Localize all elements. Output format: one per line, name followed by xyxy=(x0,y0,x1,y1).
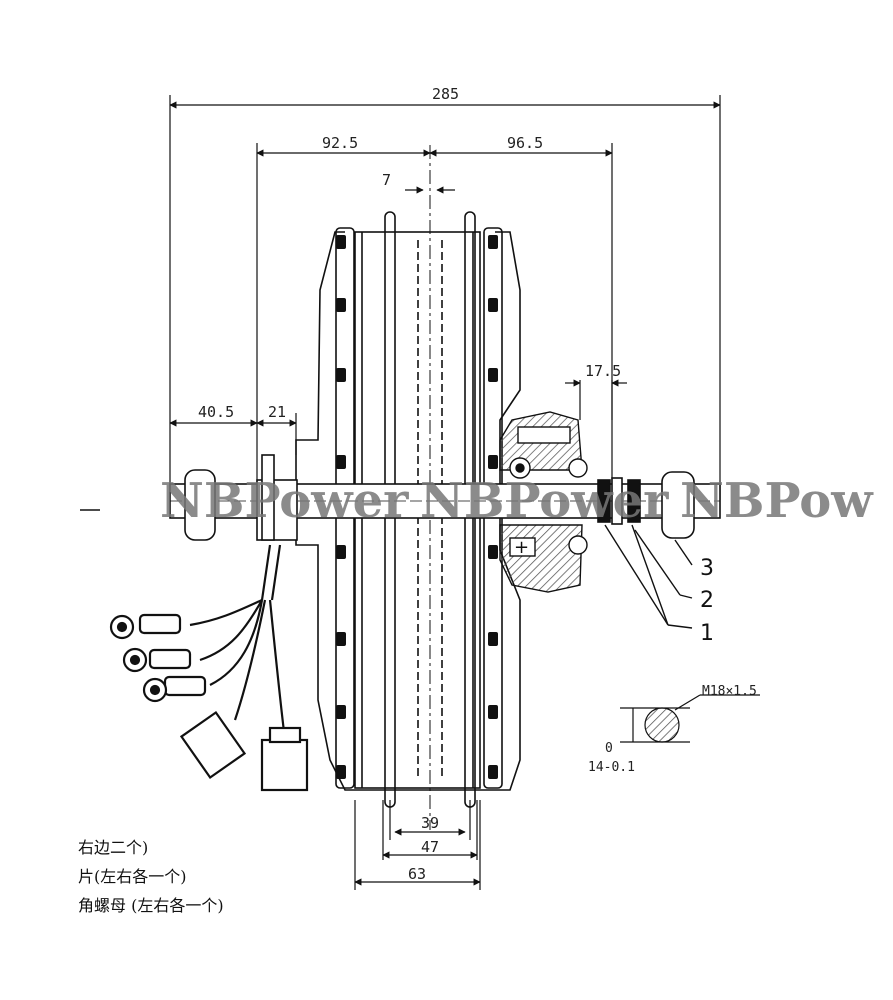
cable-harness xyxy=(109,544,309,792)
dim-39: 39 xyxy=(421,814,439,832)
dim-92-5: 92.5 xyxy=(322,134,358,152)
note-line-1: 右边二个) xyxy=(78,838,149,857)
flange-bolts xyxy=(336,235,498,779)
thread-detail xyxy=(620,694,760,743)
callout-1: 1 xyxy=(700,621,714,646)
watermark-1: NBPower xyxy=(160,473,409,529)
tolerance-bottom: 14-0.1 xyxy=(588,760,635,775)
callout-numbers: 3 2 1 xyxy=(700,556,714,646)
dim-17-5: 17.5 xyxy=(585,362,621,380)
dim-63: 63 xyxy=(408,865,426,883)
note-line-3: 角螺母 (左右各一个) xyxy=(78,896,224,915)
dim-47: 47 xyxy=(421,838,439,856)
callout-3: 3 xyxy=(700,556,714,581)
dim-40-5: 40.5 xyxy=(198,403,234,421)
dim-96-5: 96.5 xyxy=(507,134,543,152)
watermark: NBPower NBPower NBPow xyxy=(160,473,874,529)
callout-leaders xyxy=(604,524,693,629)
watermark-3: NBPow xyxy=(680,473,874,529)
dimension-labels-top: 285 92.5 96.5 7 40.5 21 17.5 xyxy=(198,85,621,421)
dim-7: 7 xyxy=(382,171,391,189)
dimension-lines-bottom xyxy=(354,800,481,890)
axle xyxy=(169,454,721,541)
dim-285: 285 xyxy=(432,85,459,103)
tolerance-top: 0 xyxy=(605,741,613,756)
thread-spec: M18×1.5 xyxy=(702,684,757,699)
dimension-lines-top xyxy=(169,95,721,500)
dimension-labels-bottom: 39 47 63 xyxy=(408,814,439,883)
callout-2: 2 xyxy=(700,588,714,613)
parts-notes: 右边二个) 片(左右各一个) 角螺母 (左右各一个) xyxy=(78,833,224,920)
watermark-2: NBPower xyxy=(420,473,669,529)
svg-text:+: + xyxy=(514,537,529,558)
hub-section: + xyxy=(499,411,588,593)
note-line-2: 片(左右各一个) xyxy=(78,867,187,886)
dim-21: 21 xyxy=(268,403,286,421)
